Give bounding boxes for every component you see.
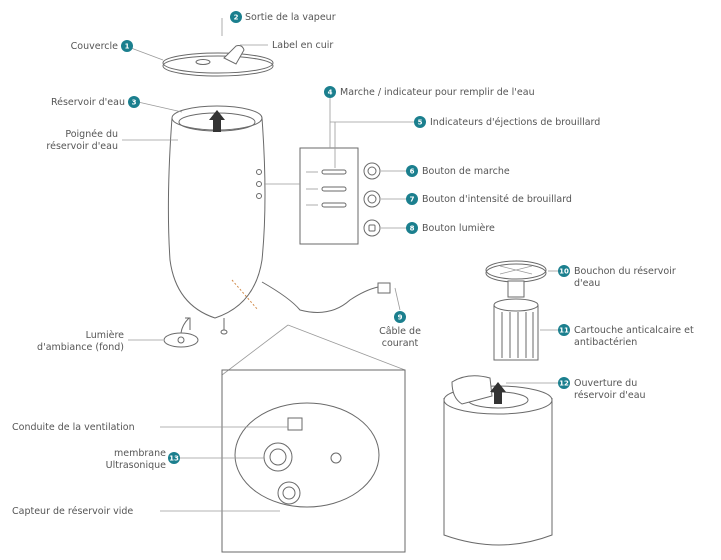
badge-marche-indicateur: 4 [324,86,336,98]
svg-text:10: 10 [559,268,569,276]
lid-drawing [162,45,274,77]
label-sortie-vapeur: Sortie de la vapeur [245,12,336,23]
svg-text:5: 5 [418,119,423,127]
svg-text:3: 3 [132,99,137,107]
svg-text:2: 2 [234,14,239,22]
badge-cartouche: 11 [558,324,570,336]
badge-couvercle: 1 [121,40,133,52]
label-cartouche-line2: antibactérien [574,337,637,348]
label-ouverture-line2: réservoir d'eau [574,390,646,401]
badge-bouton-lumiere: 8 [406,222,418,234]
badge-indicateurs-brouillard: 5 [414,116,426,128]
label-poignee-line2: réservoir d'eau [46,141,118,152]
svg-text:9: 9 [398,314,403,322]
svg-text:8: 8 [410,225,415,233]
svg-text:11: 11 [559,327,569,335]
label-reservoir: Réservoir d'eau [51,97,125,108]
label-indicateurs-brouillard: Indicateurs d'éjections de brouillard [430,117,600,128]
leader-lines [122,18,558,512]
control-panel-drawing [264,147,381,245]
badge-membrane: 13 [168,452,180,464]
label-bouton-marche: Bouton de marche [422,166,510,177]
label-cartouche-line1: Cartouche anticalcaire et [574,325,694,336]
label-membrane-line1: membrane [114,448,166,459]
badge-cable: 9 [394,311,406,323]
label-lumiere-line1: Lumière [86,330,125,341]
badge-sortie-vapeur: 2 [230,11,242,23]
label-couvercle: Couvercle [71,41,118,52]
badge-bouton-marche: 6 [406,165,418,177]
svg-text:1: 1 [125,43,130,51]
svg-text:4: 4 [328,89,333,97]
label-marche-indicateur: Marche / indicateur pour remplir de l'ea… [340,87,535,98]
label-lumiere-line2: d'ambiance (fond) [37,342,124,353]
svg-text:7: 7 [410,196,415,204]
badge-bouton-intensite: 7 [406,193,418,205]
label-bouchon-line1: Bouchon du réservoir [574,266,676,277]
label-conduite: Conduite de la ventilation [12,422,135,433]
svg-text:13: 13 [169,455,179,463]
svg-text:6: 6 [410,168,415,176]
svg-text:12: 12 [559,380,569,388]
label-cable-line2: courant [382,338,419,349]
label-cable-line1: Câble de [379,326,421,337]
main-unit-drawing [163,105,391,348]
badge-reservoir: 3 [128,96,140,108]
bottom-detail-drawing [221,324,406,553]
label-membrane-line2: Ultrasonique [106,460,167,471]
label-capteur: Capteur de réservoir vide [12,506,133,517]
cartridge-drawing [485,260,547,361]
label-label-cuir: Label en cuir [272,40,333,51]
badge-bouchon: 10 [558,265,570,277]
label-bouton-lumiere: Bouton lumière [422,223,495,234]
label-ouverture-line1: Ouverture du [574,378,637,389]
label-bouchon-line2: d'eau [574,278,600,289]
label-poignee-line1: Poignée du [65,129,118,140]
badge-ouverture: 12 [558,377,570,389]
label-bouton-intensite: Bouton d'intensité de brouillard [422,194,572,205]
water-tank-drawing [443,375,553,546]
